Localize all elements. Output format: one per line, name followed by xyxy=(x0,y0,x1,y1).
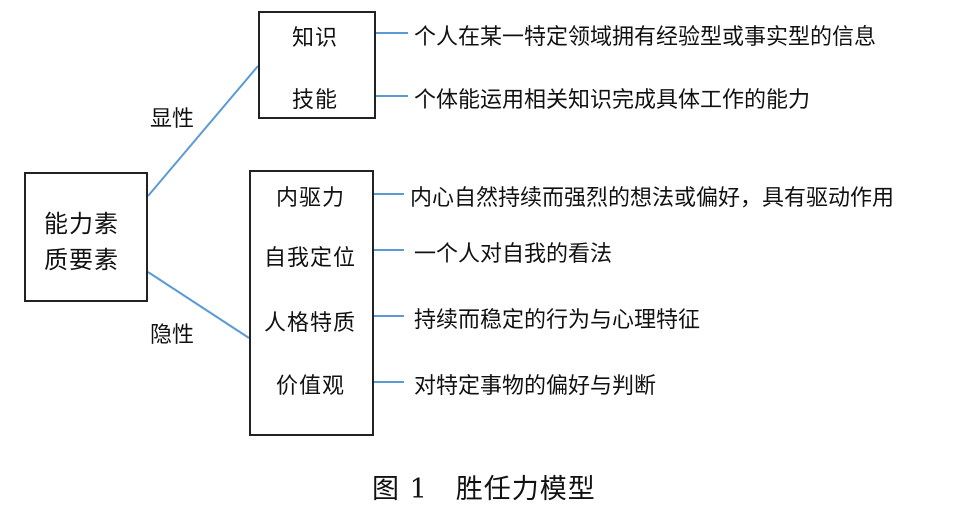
implicit-item-desc: 一个人对自我的看法 xyxy=(414,242,613,267)
implicit-item-label: 自我定位 xyxy=(264,246,357,271)
explicit-item-label: 技能 xyxy=(292,88,339,113)
root-label-line2: 质要素 xyxy=(44,246,119,274)
implicit-item-label: 内驱力 xyxy=(276,186,346,211)
explicit-item-desc: 个体能运用相关知识完成具体工作的能力 xyxy=(414,88,811,113)
implicit-item-desc: 持续而稳定的行为与心理特征 xyxy=(414,308,701,333)
implicit-item-desc: 对特定事物的偏好与判断 xyxy=(414,374,657,399)
branch-label-implicit: 隐性 xyxy=(150,323,195,348)
implicit-item-desc: 内心自然持续而强烈的想法或偏好，具有驱动作用 xyxy=(410,186,895,211)
explicit-node xyxy=(258,11,376,119)
explicit-item-desc: 个人在某一特定领域拥有经验型或事实型的信息 xyxy=(414,25,877,50)
connector-root-implicit xyxy=(147,271,250,339)
implicit-item-label: 价值观 xyxy=(276,374,346,399)
implicit-item-label: 人格特质 xyxy=(264,311,357,336)
figure-caption: 图 1 胜任力模型 xyxy=(372,474,596,505)
root-node xyxy=(24,172,148,302)
root-label-line1: 能力素 xyxy=(44,210,119,238)
branch-label-explicit: 显性 xyxy=(150,107,195,132)
explicit-item-label: 知识 xyxy=(292,26,339,51)
connector-root-explicit xyxy=(147,65,259,197)
implicit-node xyxy=(249,170,374,436)
